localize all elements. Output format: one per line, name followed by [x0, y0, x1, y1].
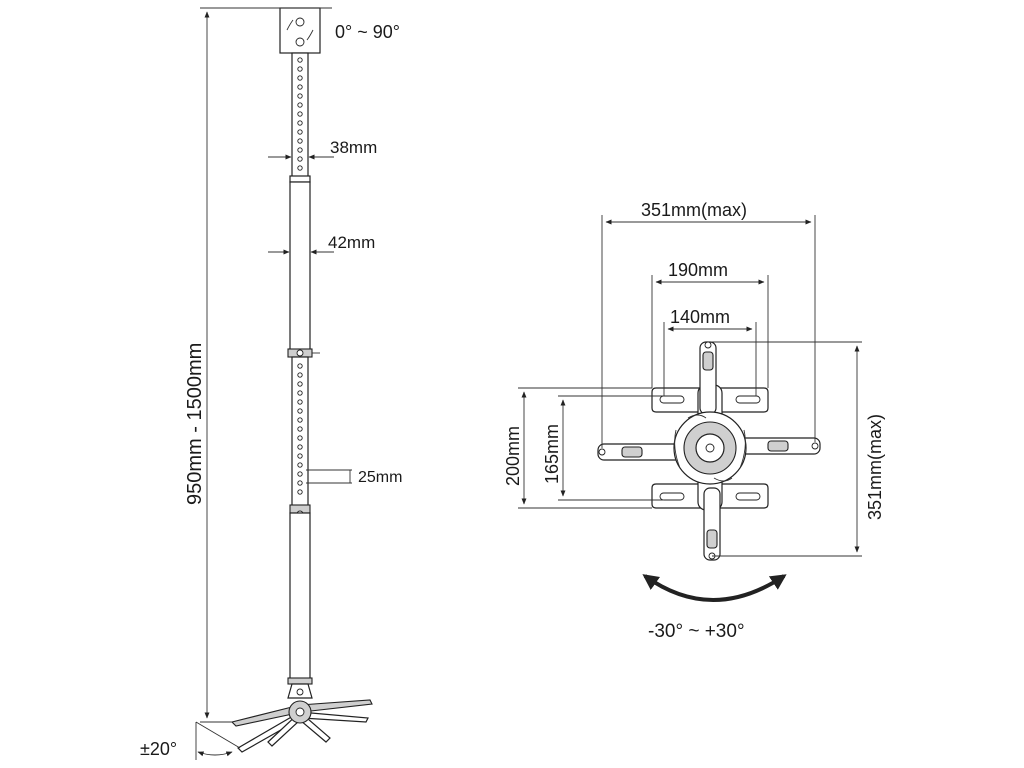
- top-plate-slot-right: [735, 395, 761, 404]
- tube-hole: [297, 462, 303, 468]
- inner-width-dimension: 140mm: [663, 307, 757, 396]
- arm-right-pin: [811, 442, 819, 450]
- ceiling-plate-hole: [295, 37, 305, 47]
- tube-hole: [297, 435, 303, 441]
- rotation-range-label: -30° ~ +30°: [648, 621, 745, 642]
- tube-hole: [297, 390, 303, 396]
- outer-tube-dimension: 42mm: [268, 233, 375, 255]
- tube-hole: [297, 57, 303, 63]
- bottom-collar: [287, 677, 313, 685]
- swivel-indicator: ±20°: [140, 721, 241, 760]
- plate-height-label: 200mm: [503, 426, 523, 486]
- inner-tube-dimension: 38mm: [268, 138, 377, 160]
- lock-knob-screw: [296, 349, 304, 357]
- rotation-arrow: [642, 574, 787, 602]
- inner-height-label: 165mm: [542, 424, 562, 484]
- tube-hole: [297, 138, 303, 144]
- rotation-hub-bolt: [705, 443, 715, 453]
- arm-right-slider: [767, 440, 789, 452]
- tube-hole: [297, 426, 303, 432]
- arm-bottom: [703, 487, 721, 561]
- ceiling-plate-hole: [295, 17, 305, 27]
- tube-hole: [297, 156, 303, 162]
- vertical-span-label: 351mm(max): [865, 414, 885, 520]
- outer-tube-upper: [289, 181, 311, 351]
- tube-hole: [297, 417, 303, 423]
- hub-curved-slots: [674, 429, 746, 469]
- ball-joint-screw: [296, 688, 304, 696]
- hole-spacing-label: 25mm: [358, 469, 402, 486]
- bracket-top-view: [597, 341, 821, 561]
- tube-hole: [297, 111, 303, 117]
- spider-hub-bolt: [295, 707, 305, 717]
- tube-hole: [297, 381, 303, 387]
- hub-curved-slots-inner: [687, 414, 733, 482]
- tube-hole: [297, 93, 303, 99]
- arm-left-slider: [621, 446, 643, 458]
- arm-span-dimension: 351mm(max): [601, 200, 816, 448]
- tube-hole: [297, 489, 303, 495]
- tube-hole: [297, 399, 303, 405]
- tube-holes-upper: [297, 57, 303, 171]
- plate-width-dimension: 190mm: [651, 260, 769, 388]
- bottom-plate-slot-left: [659, 492, 685, 501]
- pole-assembly: [230, 7, 373, 753]
- inner-tube-width-label: 38mm: [330, 138, 377, 157]
- tube-hole: [297, 408, 303, 414]
- tube-hole: [297, 75, 303, 81]
- tube-hole: [297, 444, 303, 450]
- tube-hole: [297, 129, 303, 135]
- tube-hole: [297, 66, 303, 72]
- tube-hole: [297, 147, 303, 153]
- tube-hole: [297, 471, 303, 477]
- arm-left-pin: [598, 448, 606, 456]
- hole-spacing-dimension: 25mm: [306, 469, 402, 486]
- outer-tube-width-label: 42mm: [328, 233, 375, 252]
- tube-hole: [297, 120, 303, 126]
- tube-hole: [297, 363, 303, 369]
- inner-height-dimension: 165mm: [542, 395, 664, 501]
- inner-width-label: 140mm: [670, 307, 730, 327]
- tube-hole: [297, 372, 303, 378]
- plate-height-dimension: 200mm: [503, 387, 652, 509]
- plate-width-label: 190mm: [668, 260, 728, 280]
- tube-hole: [297, 84, 303, 90]
- length-range-label: 950mm - 1500mm: [184, 343, 206, 505]
- arm-top-pin: [704, 341, 712, 349]
- tilt-range-label: 0° ~ 90°: [335, 22, 400, 42]
- arm-span-label: 351mm(max): [641, 200, 747, 220]
- tube-hole: [297, 453, 303, 459]
- length-dimension: 950mm - 1500mm: [184, 7, 280, 723]
- bottom-plate-slot-right: [735, 492, 761, 501]
- tube-hole: [297, 480, 303, 486]
- arm-bottom-slider: [706, 529, 718, 549]
- tube-collar: [289, 175, 311, 183]
- vertical-span-dimension: 351mm(max): [708, 341, 885, 557]
- tube-hole: [297, 102, 303, 108]
- rotation-indicator: -30° ~ +30°: [642, 574, 787, 642]
- swivel-range-label: ±20°: [140, 739, 177, 759]
- ceiling-plate-slot: [286, 19, 314, 41]
- outer-tube-lower: [289, 512, 311, 684]
- tube-holes-lower: [297, 363, 303, 495]
- tube-hole: [297, 165, 303, 171]
- arm-top-slider: [702, 351, 714, 371]
- top-plate-slot-left: [659, 395, 685, 404]
